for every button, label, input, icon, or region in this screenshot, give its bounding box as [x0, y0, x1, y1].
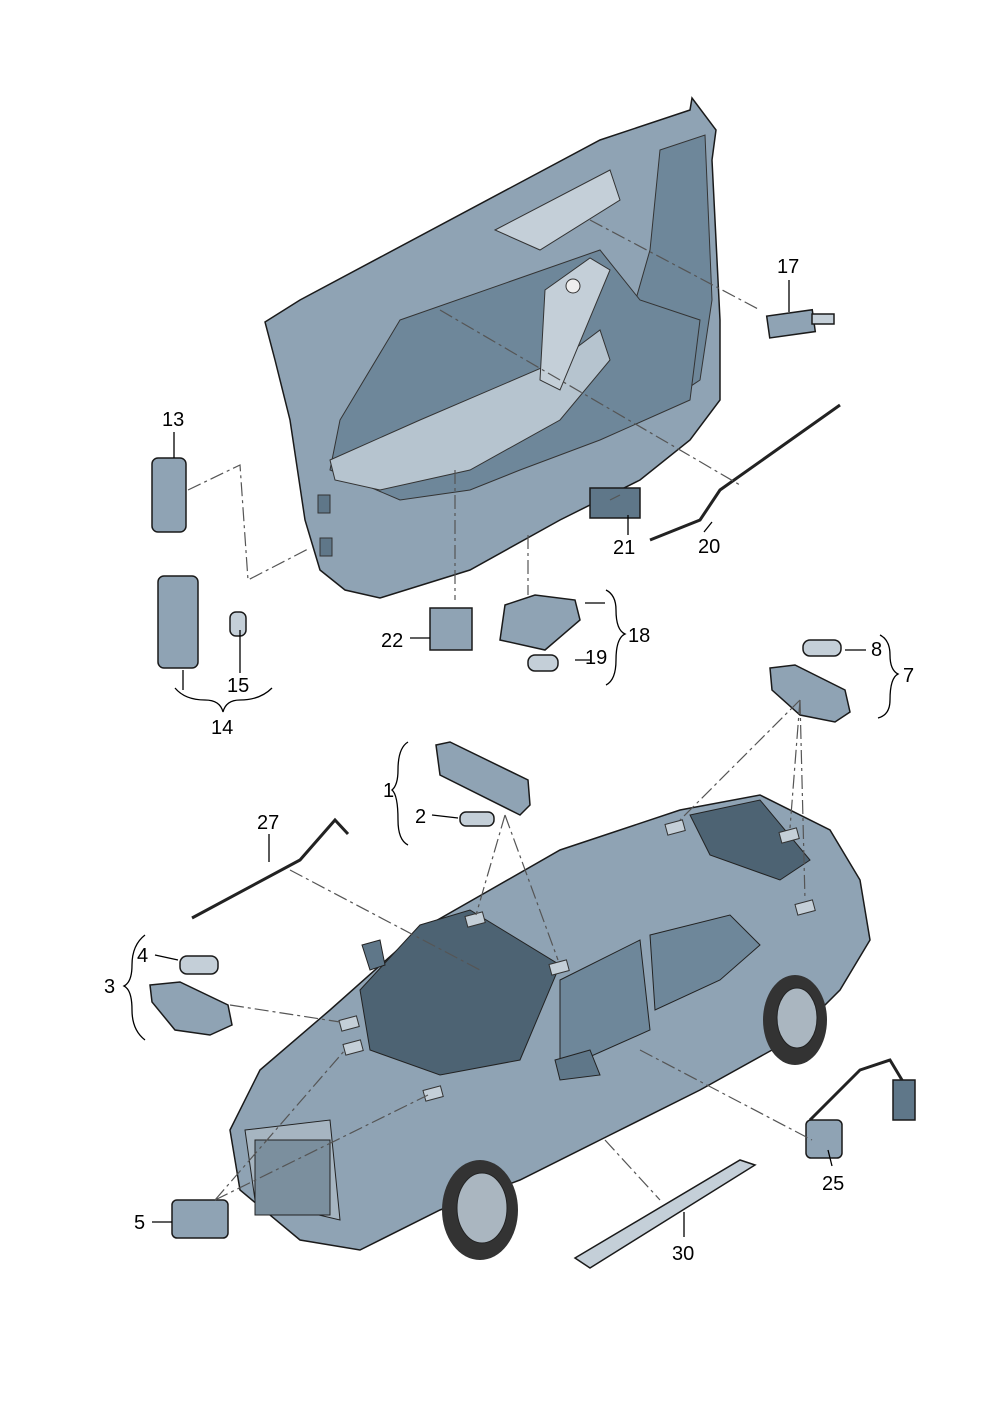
grille	[254, 1139, 331, 1216]
callout-20: 20	[698, 536, 720, 558]
callout-13: 13	[162, 409, 184, 431]
callout-7: 7	[903, 665, 914, 687]
callout-18: 18	[628, 625, 650, 647]
callout-4: 4	[137, 945, 148, 967]
callout-27: 27	[257, 812, 279, 834]
part-30-sill-trim	[573, 1159, 757, 1269]
callouts: 17 13 21 20 22 18 19 15 14 8 7 1 2 27 4 …	[104, 256, 914, 1265]
part-25-lamp	[805, 1058, 916, 1159]
part-20-wiring	[649, 403, 841, 542]
part-21-switch	[589, 487, 641, 519]
rear-wheel	[763, 975, 827, 1065]
part-4-bulb	[179, 955, 219, 975]
callout-3: 3	[104, 976, 115, 998]
callout-8: 8	[871, 639, 882, 661]
part-7-lamp	[769, 664, 851, 723]
part-2-bulb	[459, 811, 495, 827]
callout-25: 25	[822, 1173, 844, 1195]
part-13-light	[151, 457, 187, 533]
leader-lines	[122, 280, 900, 1237]
part-18-lamp	[499, 594, 581, 651]
part-5-lamp	[171, 1199, 229, 1239]
callout-14: 14	[211, 717, 233, 739]
part-1-lamp	[435, 741, 531, 816]
callout-17: 17	[777, 256, 799, 278]
part-19-bulb	[527, 654, 559, 672]
door-trim-panel	[264, 96, 721, 599]
car-body	[229, 794, 871, 1260]
part-17-bulb-holder	[765, 308, 835, 339]
part-14-light	[157, 575, 199, 669]
callout-30: 30	[672, 1243, 694, 1265]
light-markers	[338, 819, 816, 1102]
part-22-connector	[429, 607, 473, 651]
part-15-bulb	[229, 611, 247, 637]
callout-15: 15	[227, 675, 249, 697]
callout-21: 21	[613, 537, 635, 559]
part-8-bulb	[802, 639, 842, 657]
callout-22: 22	[381, 630, 403, 652]
part-27-wiring	[191, 817, 350, 920]
reference-lines	[187, 219, 813, 1201]
callout-2: 2	[415, 806, 426, 828]
callout-1: 1	[383, 780, 394, 802]
callout-19: 19	[585, 647, 607, 669]
callout-5: 5	[134, 1212, 145, 1234]
part-3-lamp	[149, 981, 233, 1036]
front-wheel	[442, 1160, 518, 1260]
